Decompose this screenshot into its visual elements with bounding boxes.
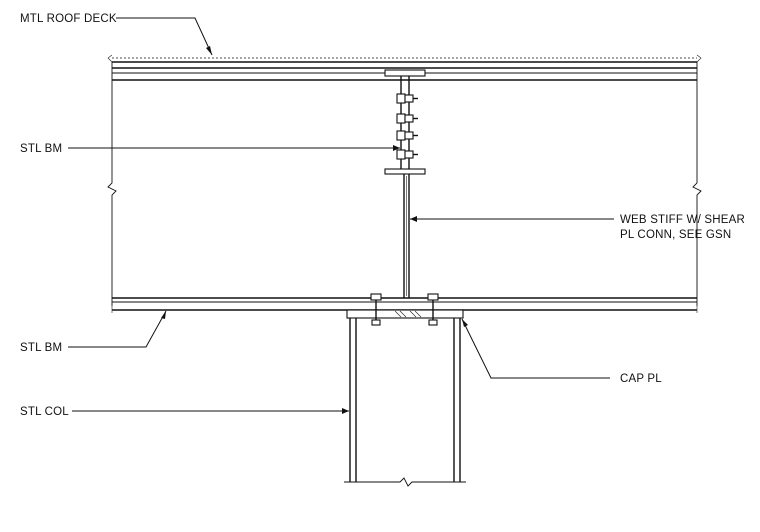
label-steel-beam-upper: STL BM [20,143,62,155]
bolt [396,149,418,160]
metal-roof-deck [107,54,702,63]
label-web-stiffener-line2: PL CONN, SEE GSN [620,229,731,241]
label-metal-roof-deck: MTL ROOF DECK [20,13,117,25]
leader-roof-deck [116,17,213,56]
cap-plate [346,309,464,319]
label-steel-beam-lower: STL BM [20,342,62,354]
label-cap-plate: CAP PL [620,373,662,385]
leader-cap-plate [461,318,610,379]
bolt [396,93,418,104]
web-stiffener [403,174,410,298]
right-break-line [692,62,702,306]
label-steel-column: STL COL [20,406,69,418]
bolt [396,130,418,141]
leader-upper-beam [68,145,400,151]
cap-plate-bolt-left [370,293,382,326]
shear-plate-bolts [396,93,418,160]
steel-column [344,318,466,487]
bolt [396,113,418,124]
cap-plate-bolt-right [427,293,439,326]
left-break-line [107,62,117,306]
label-web-stiffener-line1: WEB STIFF W/ SHEAR [620,214,745,226]
leader-column [72,408,349,414]
leader-lower-beam [68,310,167,348]
leader-web-stiffener [410,216,614,222]
